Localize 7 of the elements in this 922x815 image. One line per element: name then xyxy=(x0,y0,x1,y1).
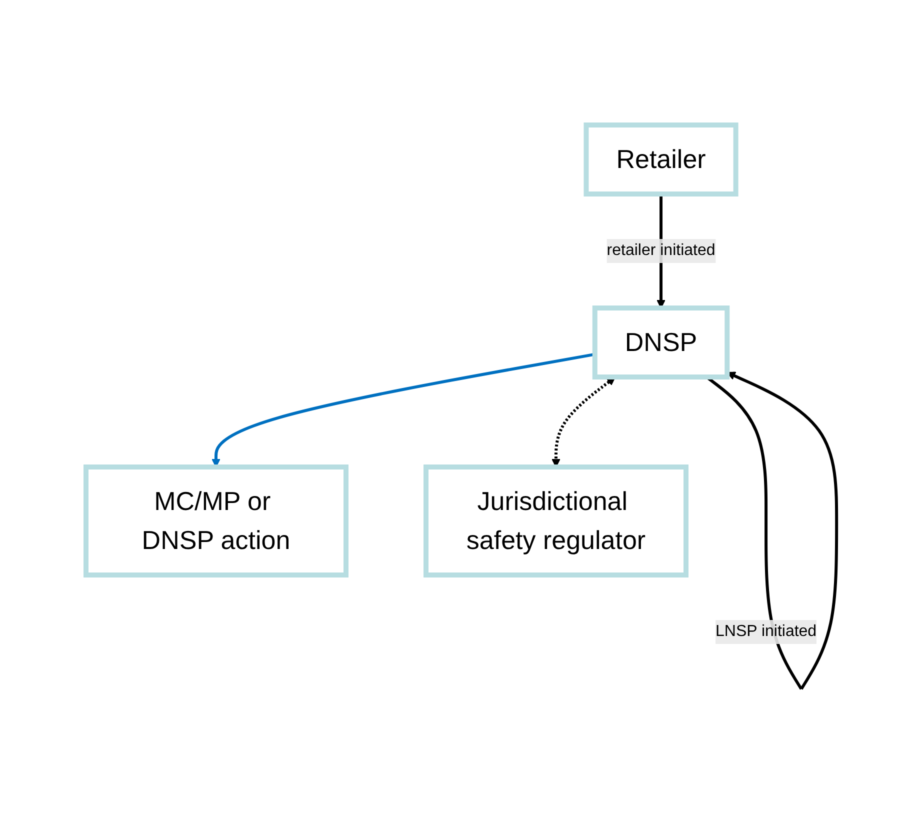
node-box: MC/MP or DNSP action xyxy=(83,464,348,578)
node-box: Retailer xyxy=(583,122,738,197)
node-box: DNSP xyxy=(592,306,730,380)
node-box: Jurisdictional safety regulator xyxy=(423,464,688,578)
edge-label: retailer initiated xyxy=(606,242,715,260)
edge-label: LNSP initiated xyxy=(715,623,816,640)
arrow xyxy=(705,372,838,690)
